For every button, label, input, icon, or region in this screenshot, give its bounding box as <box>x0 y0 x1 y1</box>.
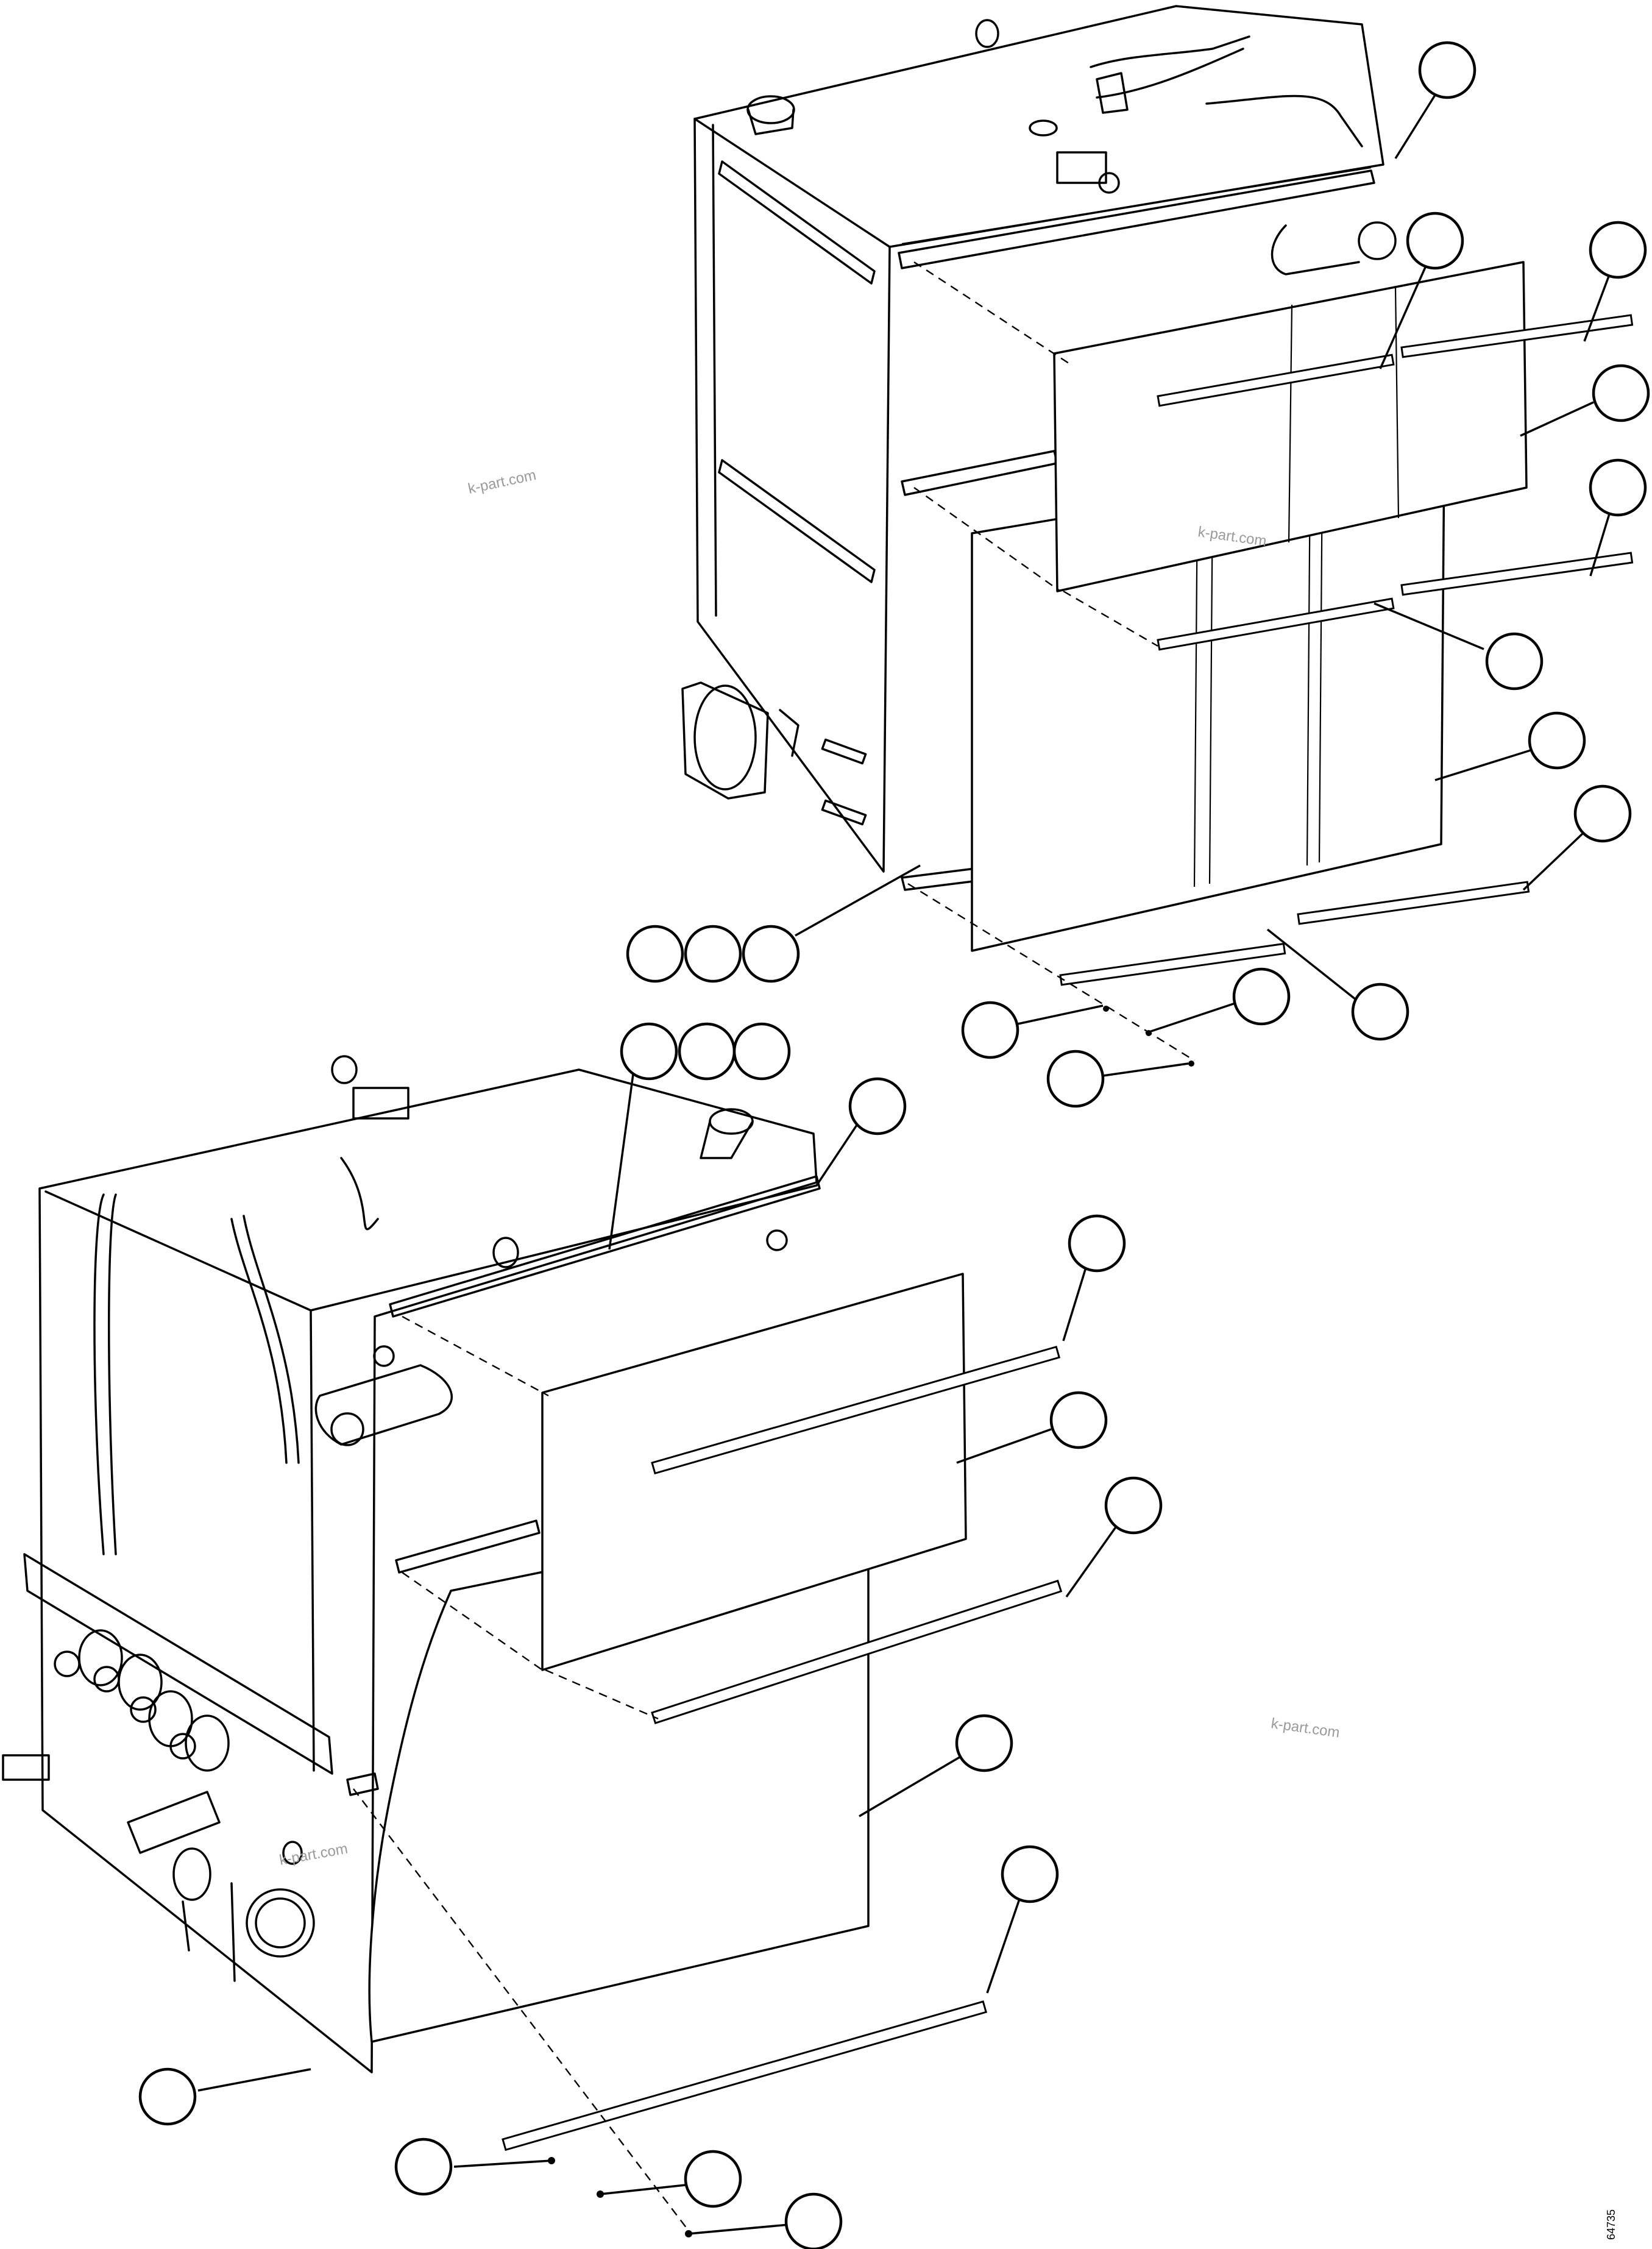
lower-upper-panel <box>541 1273 967 1671</box>
callout-16 <box>620 1022 678 1081</box>
callout-20 <box>1068 1214 1126 1273</box>
lower-explode-line-4 <box>353 1788 689 2231</box>
lower-large-panel <box>368 1504 870 2043</box>
callout-15 <box>1046 1050 1105 1108</box>
callout-1 <box>1418 41 1477 99</box>
upper-explode-line-1 <box>913 261 1073 367</box>
upper-strip-5 <box>1059 942 1286 986</box>
callout-21 <box>1049 1391 1108 1449</box>
upper-strip-3 <box>1157 597 1395 651</box>
callout-26 <box>394 2137 453 2196</box>
callout-22 <box>1104 1476 1163 1535</box>
callout-24 <box>1001 1845 1059 1903</box>
callout-8 <box>1573 784 1632 843</box>
upper-strip-4 <box>1400 552 1634 596</box>
upper-strip-1 <box>1157 354 1395 407</box>
drawing-code: 64735 <box>1605 2209 1617 2240</box>
upper-explode-line-2 <box>913 487 1061 592</box>
lower-strip-2 <box>651 1579 1063 1725</box>
callout-4 <box>1592 364 1650 422</box>
callout-5 <box>1589 458 1647 517</box>
callout-10 <box>626 925 684 983</box>
watermark-3: k-part.com <box>1270 1715 1341 1741</box>
callout-6 <box>1485 632 1544 691</box>
upper-bolt-1 <box>1103 1006 1109 1012</box>
callout-19 <box>848 1077 907 1135</box>
callout-13 <box>961 1001 1019 1059</box>
callout-28 <box>784 2192 843 2249</box>
callout-3 <box>1589 221 1647 279</box>
filter-canisters <box>54 1629 230 1772</box>
callout-18 <box>732 1022 791 1081</box>
upper-tank-assembly <box>681 5 1397 891</box>
callout-17 <box>678 1022 736 1081</box>
callout-12 <box>742 925 800 983</box>
callout-25 <box>138 2067 197 2126</box>
watermark-4: k-part.com <box>278 1841 349 1869</box>
lower-explode-line-1 <box>402 1315 549 1397</box>
callout-27 <box>684 2150 742 2208</box>
upper-strip-2 <box>1400 314 1634 358</box>
callout-balloons <box>138 41 1650 2249</box>
callout-2 <box>1406 211 1464 270</box>
lower-strip-3 <box>502 2000 988 2151</box>
callout-14 <box>1232 967 1291 1026</box>
callout-23 <box>955 1714 1013 1772</box>
lower-explode-line-3 <box>545 1669 659 1720</box>
watermark-1: k-part.com <box>467 467 537 497</box>
callout-11 <box>684 925 742 983</box>
callout-7 <box>1528 711 1586 770</box>
upper-nut-1 <box>1188 1061 1194 1067</box>
upper-explode-line-3 <box>1063 590 1158 647</box>
lower-tank-assembly <box>2 1055 821 2073</box>
upper-upper-panel <box>1053 261 1528 592</box>
upper-strip-6 <box>1297 881 1530 925</box>
lower-strip-1 <box>651 1345 1061 1475</box>
callout-9 <box>1351 982 1409 1041</box>
